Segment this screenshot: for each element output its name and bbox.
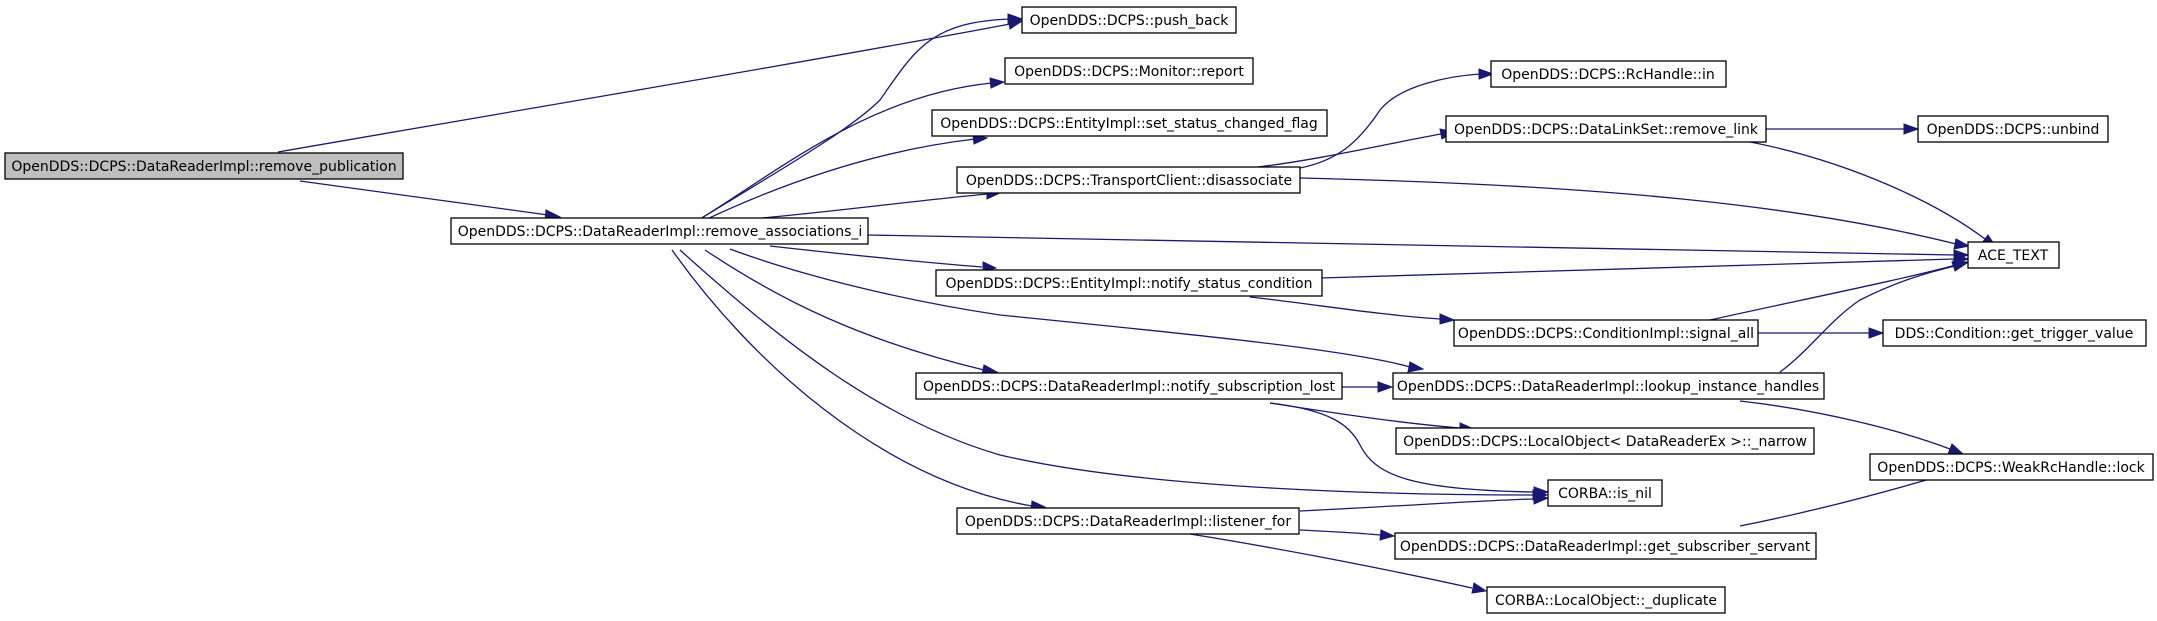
edge-remove-associations-to-monitor-report (699, 77, 1006, 220)
node-label: OpenDDS::DCPS::DataLinkSet::remove_link (1454, 122, 1759, 138)
node-remove-link[interactable]: OpenDDS::DCPS::DataLinkSet::remove_link (1445, 115, 1767, 143)
node-lookup-instance-handles[interactable]: OpenDDS::DCPS::DataReaderImpl::lookup_in… (1392, 372, 1825, 400)
node-label: OpenDDS::DCPS::unbind (1927, 122, 2100, 138)
edge-listener-for-to-get-subscriber-servant (1299, 529, 1396, 541)
node-listener-for[interactable]: OpenDDS::DCPS::DataReaderImpl::listener_… (956, 507, 1300, 535)
node-monitor-report[interactable]: OpenDDS::DCPS::Monitor::report (1004, 57, 1254, 85)
edge-signal-all-to-get-trigger-value (1757, 327, 1885, 339)
node-weak-lock[interactable]: OpenDDS::DCPS::WeakRcHandle::lock (1869, 453, 2154, 481)
node-signal-all[interactable]: OpenDDS::DCPS::ConditionImpl::signal_all (1453, 319, 1759, 347)
edge-remove-associations-to-notify-subscription-lost (704, 249, 999, 376)
edge-remove-associations-to-set-status-changed-flag (704, 133, 989, 221)
node-remove-publication[interactable]: OpenDDS::DCPS::DataReaderImpl::remove_pu… (4, 152, 404, 180)
node-get-subscriber-servant[interactable]: OpenDDS::DCPS::DataReaderImpl::get_subsc… (1394, 532, 1817, 560)
edge-listener-for-to-corba-is-nil (1299, 493, 1550, 512)
node-label: OpenDDS::DCPS::DataReaderImpl::listener_… (965, 514, 1291, 530)
node-unbind[interactable]: OpenDDS::DCPS::unbind (1917, 115, 2109, 143)
node-label: OpenDDS::DCPS::DataReaderImpl::get_subsc… (1400, 539, 1811, 555)
edge-notify-status-condition-to-signal-all (1249, 296, 1456, 325)
node-label: OpenDDS::DCPS::push_back (1030, 13, 1230, 29)
edge-remove-associations-to-push-back (699, 13, 1024, 220)
edge-remove-associations-to-ace-text (866, 234, 1970, 261)
edge-notify-subscription-lost-to-lookup-instance-handles (1339, 381, 1394, 393)
nodes: OpenDDS::DCPS::DataReaderImpl::remove_pu… (4, 6, 2154, 614)
node-label: OpenDDS::DCPS::EntityImpl::set_status_ch… (940, 116, 1318, 132)
node-local-narrow[interactable]: OpenDDS::DCPS::LocalObject< DataReaderEx… (1395, 427, 1815, 455)
node-label: OpenDDS::DCPS::TransportClient::disassoc… (966, 173, 1292, 189)
edge-remove-link-to-ace-text (1739, 139, 1998, 248)
node-label: DDS::Condition::get_trigger_value (1895, 326, 2134, 342)
node-label: CORBA::is_nil (1558, 486, 1652, 502)
edge-remove-associations-to-lookup-instance-handles (729, 248, 1425, 373)
edge-notify-status-condition-to-ace-text (1319, 253, 1970, 279)
edge-signal-all-to-ace-text (1709, 260, 1970, 321)
node-label: OpenDDS::DCPS::DataReaderImpl::lookup_in… (1397, 379, 1819, 395)
node-ace-text[interactable]: ACE_TEXT (1967, 241, 2060, 269)
node-remove-associations-i[interactable]: OpenDDS::DCPS::DataReaderImpl::remove_as… (450, 217, 869, 245)
edges (277, 13, 1998, 594)
node-label: OpenDDS::DCPS::DataReaderImpl::remove_pu… (11, 159, 396, 175)
node-label: ACE_TEXT (1978, 248, 2049, 264)
node-label: OpenDDS::DCPS::DataReaderImpl::notify_su… (923, 379, 1335, 395)
edge-listener-for-to-local-duplicate (1189, 533, 1488, 594)
node-label: OpenDDS::DCPS::Monitor::report (1014, 64, 1244, 80)
node-set-status-changed-flag[interactable]: OpenDDS::DCPS::EntityImpl::set_status_ch… (931, 109, 1328, 137)
node-label: OpenDDS::DCPS::ConditionImpl::signal_all (1458, 326, 1754, 342)
node-notify-subscription-lost[interactable]: OpenDDS::DCPS::DataReaderImpl::notify_su… (915, 372, 1343, 400)
node-label: OpenDDS::DCPS::RcHandle::in (1501, 67, 1715, 83)
node-rchandle-in[interactable]: OpenDDS::DCPS::RcHandle::in (1490, 60, 1727, 88)
node-label: OpenDDS::DCPS::DataReaderImpl::remove_as… (458, 224, 863, 240)
edge-remove-link-to-unbind (1765, 123, 1920, 135)
edge-remove-associations-to-notify-status-condition (769, 245, 998, 273)
edge-remove-publication-to-push-back (277, 17, 1024, 153)
node-label: CORBA::LocalObject::_duplicate (1495, 593, 1717, 609)
node-notify-status-condition[interactable]: OpenDDS::DCPS::EntityImpl::notify_status… (935, 269, 1323, 297)
node-label: OpenDDS::DCPS::LocalObject< DataReaderEx… (1403, 434, 1807, 450)
edge-lookup-instance-handles-to-ace-text (1779, 261, 1969, 373)
edge-disassociate-to-rchandle-in (1299, 68, 1495, 169)
edge-disassociate-to-ace-text (1299, 177, 1971, 250)
node-label: OpenDDS::DCPS::WeakRcHandle::lock (1877, 460, 2145, 476)
node-local-duplicate[interactable]: CORBA::LocalObject::_duplicate (1486, 586, 1726, 614)
edge-remove-publication-to-remove-associations (299, 180, 562, 222)
node-get-trigger-value[interactable]: DDS::Condition::get_trigger_value (1882, 319, 2147, 347)
node-disassociate[interactable]: OpenDDS::DCPS::TransportClient::disassoc… (956, 166, 1301, 194)
node-label: OpenDDS::DCPS::EntityImpl::notify_status… (946, 276, 1313, 292)
node-push-back[interactable]: OpenDDS::DCPS::push_back (1021, 6, 1237, 34)
node-corba-is-nil[interactable]: CORBA::is_nil (1547, 479, 1663, 507)
